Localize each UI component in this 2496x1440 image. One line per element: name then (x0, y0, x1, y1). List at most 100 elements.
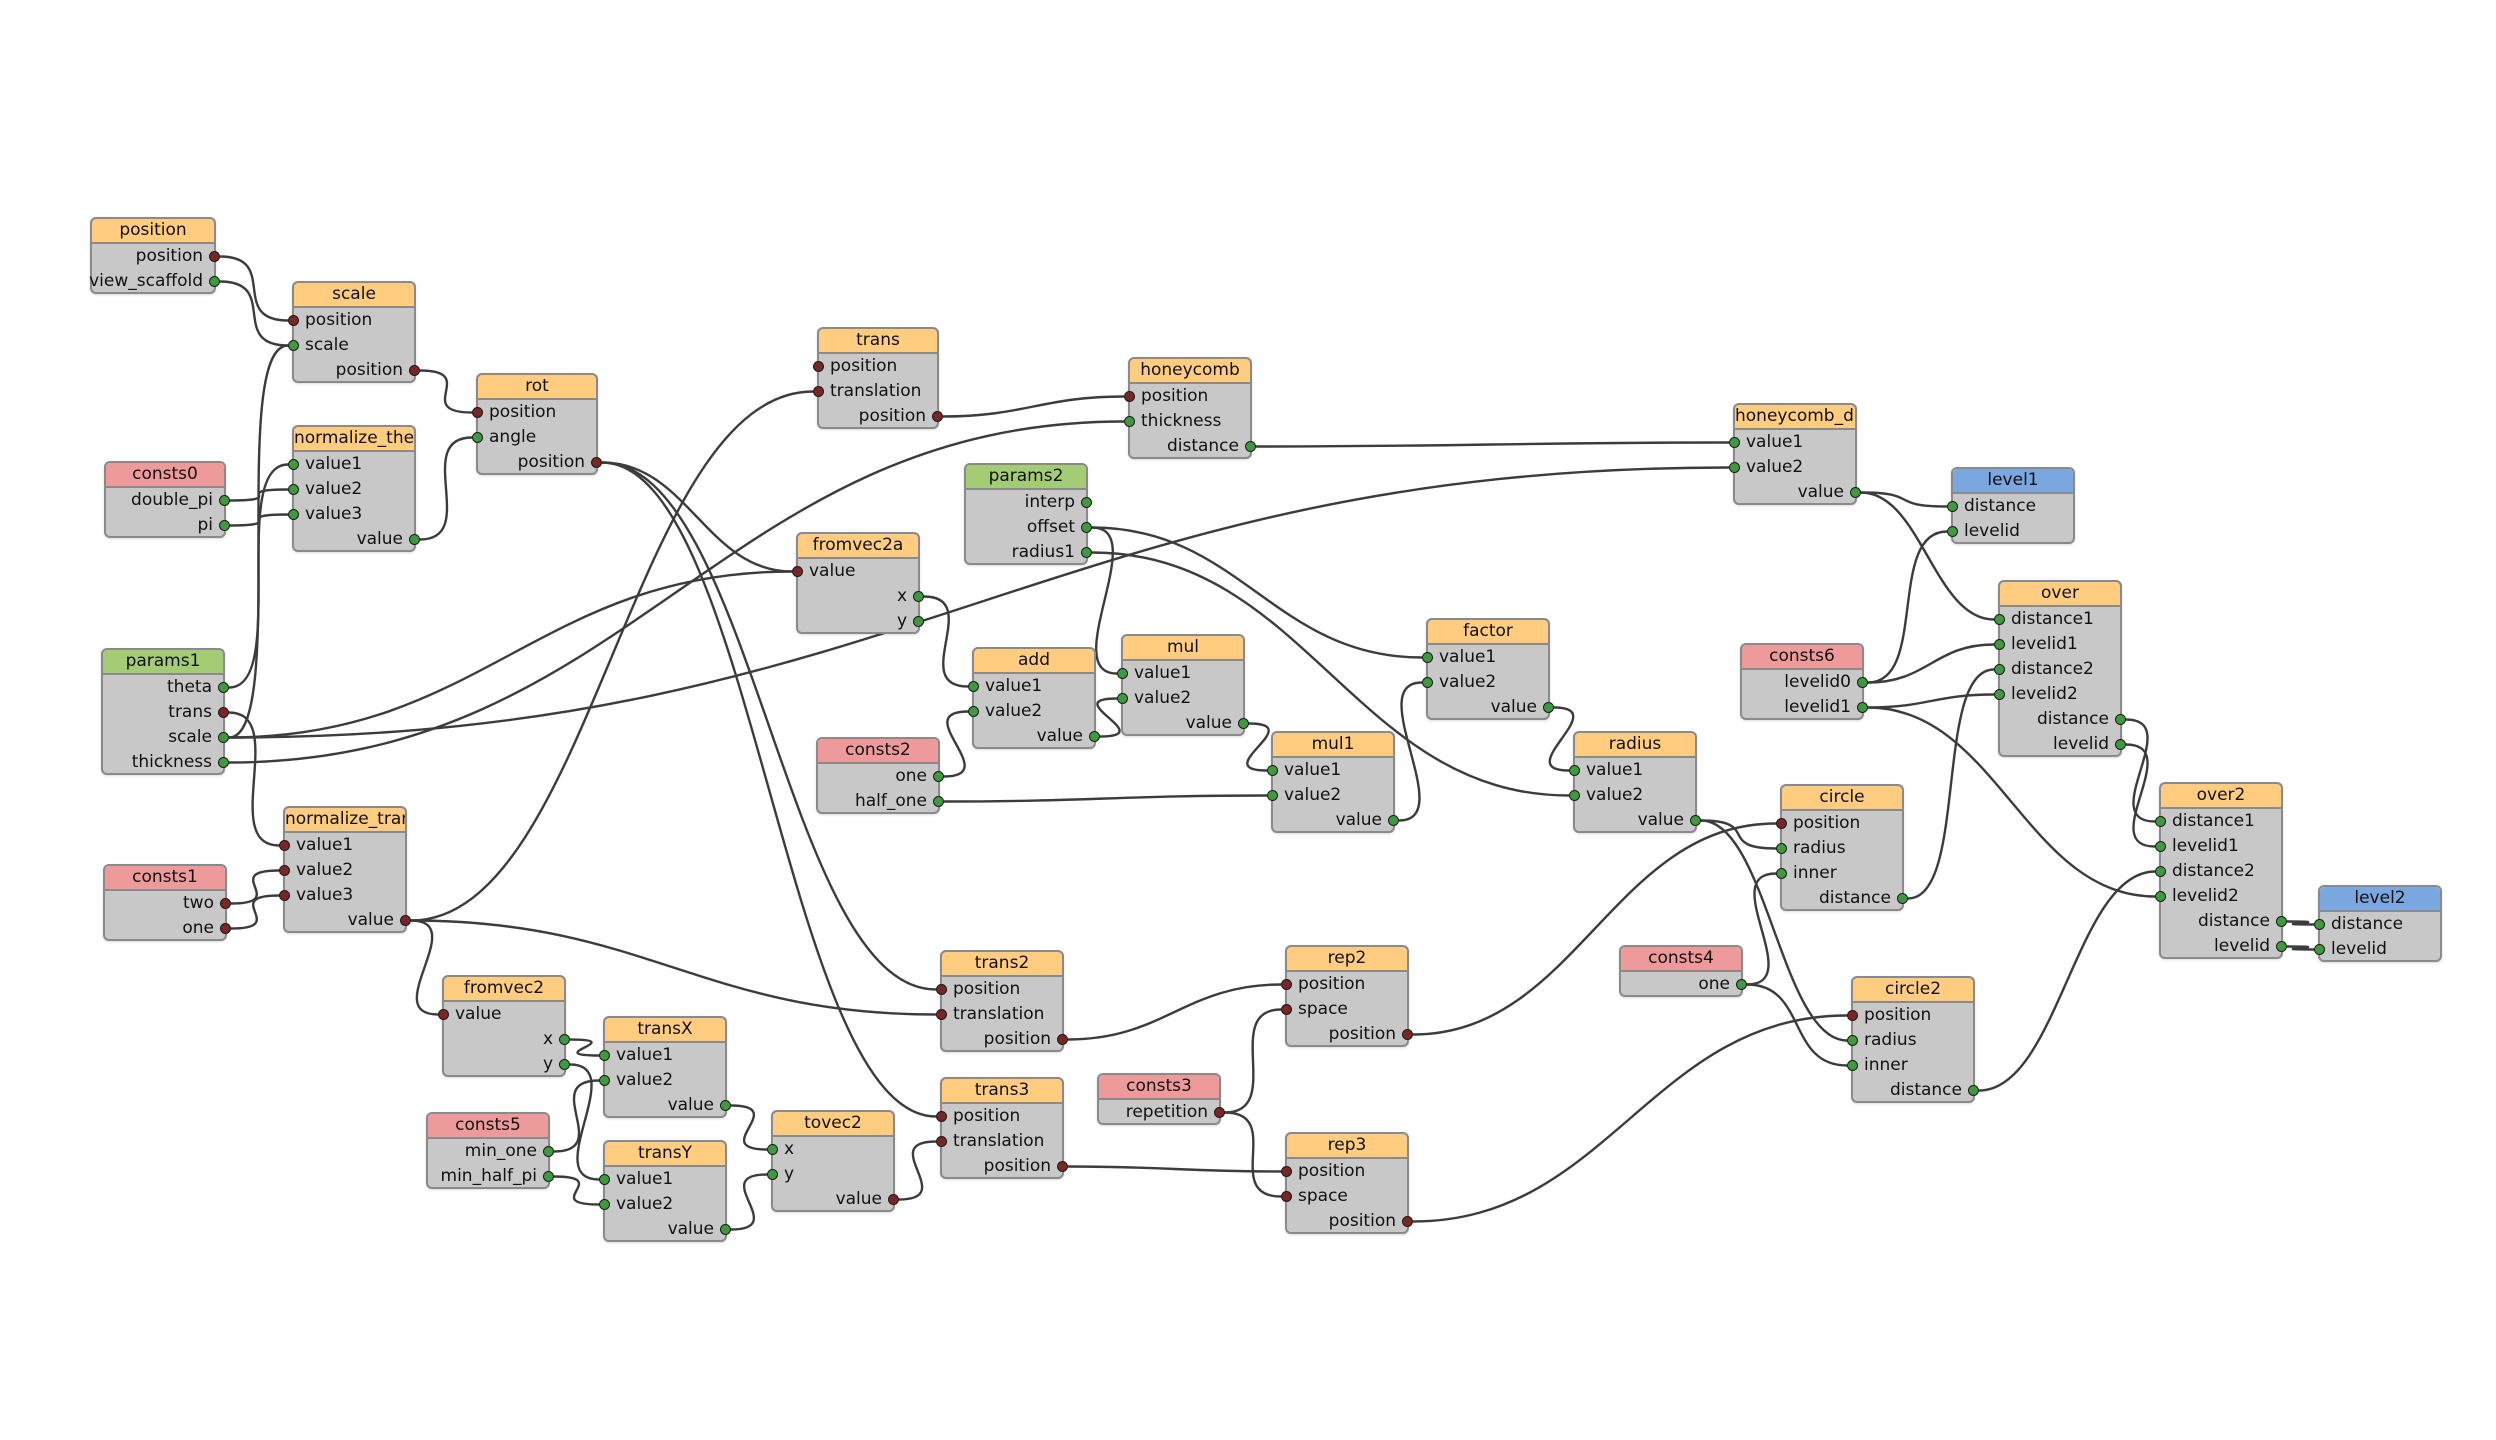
wire-position-to-scale[interactable] (219, 255, 289, 322)
port-dot-icon[interactable] (220, 898, 231, 909)
port-dot-icon[interactable] (1850, 487, 1861, 498)
node-title[interactable]: honeycomb_dist (1735, 405, 1855, 430)
port-dot-icon[interactable] (472, 432, 483, 443)
wire-trans2-to-rep2[interactable] (1067, 983, 1282, 1041)
port-dot-icon[interactable] (288, 315, 299, 326)
wire-fromvec2a-to-add[interactable] (923, 595, 969, 688)
port-dot-icon[interactable] (888, 1194, 899, 1205)
port-dot-icon[interactable] (543, 1171, 554, 1182)
port-dot-icon[interactable] (409, 534, 420, 545)
node-title[interactable]: circle2 (1853, 978, 1973, 1003)
port-dot-icon[interactable] (767, 1169, 778, 1180)
port-dot-icon[interactable] (968, 681, 979, 692)
port-dot-icon[interactable] (2155, 891, 2166, 902)
node-title[interactable]: add (974, 649, 1094, 674)
port-dot-icon[interactable] (1947, 526, 1958, 537)
wire-consts6-to-over[interactable] (1867, 693, 1995, 709)
port-dot-icon[interactable] (599, 1050, 610, 1061)
wire-honeycomb_dist-to-level1[interactable] (1860, 491, 1948, 508)
node-title[interactable]: fromvec2 (444, 977, 564, 1002)
port-dot-icon[interactable] (932, 411, 943, 422)
node-title[interactable]: normalize_trans (285, 808, 405, 833)
wire-consts4-to-circle2[interactable] (1746, 983, 1848, 1067)
port-dot-icon[interactable] (1124, 391, 1135, 402)
port-dot-icon[interactable] (559, 1034, 570, 1045)
wire-trans-to-honeycomb[interactable] (942, 395, 1125, 418)
wire-over-to-over2[interactable] (2125, 743, 2156, 848)
wire-consts4-to-circle[interactable] (1746, 872, 1777, 986)
port-dot-icon[interactable] (279, 865, 290, 876)
node-title[interactable]: params2 (966, 465, 1086, 490)
port-dot-icon[interactable] (1214, 1107, 1225, 1118)
port-dot-icon[interactable] (720, 1100, 731, 1111)
port-dot-icon[interactable] (1267, 790, 1278, 801)
port-dot-icon[interactable] (1081, 497, 1092, 508)
node-title[interactable]: trans3 (942, 1079, 1062, 1104)
port-dot-icon[interactable] (279, 890, 290, 901)
port-dot-icon[interactable] (1117, 668, 1128, 679)
wire-add-to-mul[interactable] (1096, 697, 1121, 738)
node-title[interactable]: trans (819, 329, 937, 354)
wire-over2-to-level2[interactable] (2286, 920, 2315, 926)
port-dot-icon[interactable] (1402, 1216, 1413, 1227)
port-dot-icon[interactable] (1124, 416, 1135, 427)
port-dot-icon[interactable] (1994, 689, 2005, 700)
port-dot-icon[interactable] (220, 923, 231, 934)
port-dot-icon[interactable] (1690, 815, 1701, 826)
port-dot-icon[interactable] (2115, 714, 2126, 725)
port-dot-icon[interactable] (1281, 979, 1292, 990)
wire-trans3-to-rep3[interactable] (1067, 1165, 1282, 1173)
wire-consts3-to-rep2[interactable] (1224, 1008, 1282, 1114)
port-dot-icon[interactable] (1117, 693, 1128, 704)
port-dot-icon[interactable] (1729, 437, 1740, 448)
port-dot-icon[interactable] (288, 484, 299, 495)
port-dot-icon[interactable] (209, 251, 220, 262)
port-dot-icon[interactable] (936, 1136, 947, 1147)
port-dot-icon[interactable] (409, 365, 420, 376)
node-title[interactable]: consts1 (105, 866, 225, 891)
port-dot-icon[interactable] (2276, 916, 2287, 927)
node-title[interactable]: consts3 (1099, 1075, 1219, 1100)
port-dot-icon[interactable] (1776, 818, 1787, 829)
port-dot-icon[interactable] (1994, 614, 2005, 625)
port-dot-icon[interactable] (1847, 1010, 1858, 1021)
wire-factor-to-radius[interactable] (1548, 706, 1575, 772)
port-dot-icon[interactable] (288, 340, 299, 351)
wire-normalize_trans-to-trans[interactable] (410, 390, 814, 922)
port-dot-icon[interactable] (1897, 893, 1908, 904)
node-normalize-theta[interactable]: normalize_thetavalue1value2value3value (288, 425, 420, 552)
node-title[interactable]: circle (1782, 786, 1902, 811)
port-dot-icon[interactable] (1857, 677, 1868, 688)
port-dot-icon[interactable] (1267, 765, 1278, 776)
node-title[interactable]: over2 (2161, 784, 2281, 809)
wire-consts6-to-level1[interactable] (1867, 530, 1948, 684)
wire-honeycomb-to-honeycomb_dist[interactable] (1255, 441, 1730, 448)
wire-consts5-to-transX[interactable] (553, 1079, 600, 1153)
node-title[interactable]: consts4 (1621, 947, 1741, 972)
node-title[interactable]: trans2 (942, 952, 1062, 977)
port-dot-icon[interactable] (2314, 919, 2325, 930)
port-dot-icon[interactable] (1402, 1029, 1413, 1040)
node-title[interactable]: normalize_theta (294, 427, 414, 452)
port-dot-icon[interactable] (1947, 501, 1958, 512)
wire-consts5-to-transY[interactable] (553, 1175, 600, 1206)
port-dot-icon[interactable] (936, 1009, 947, 1020)
